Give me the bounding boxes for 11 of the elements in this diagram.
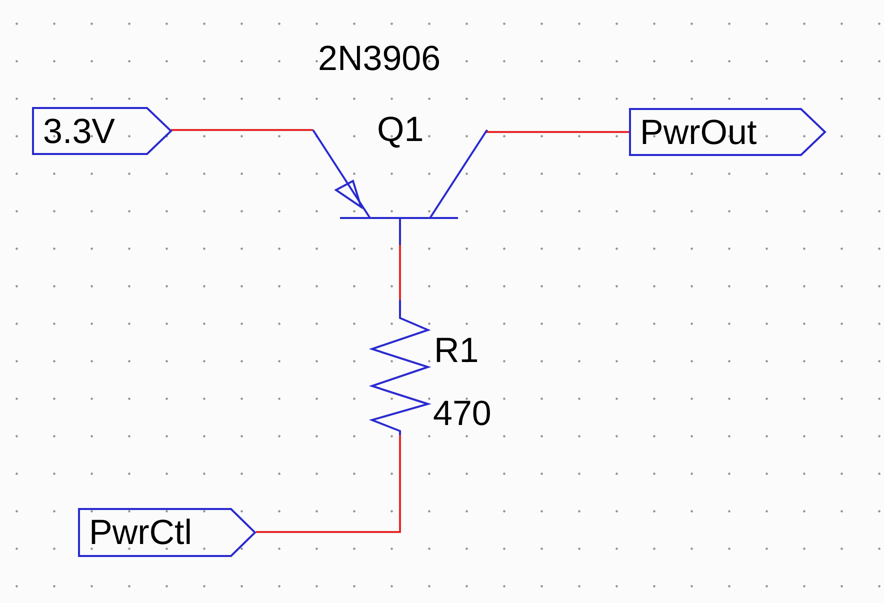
wire <box>399 245 401 300</box>
part-value: 470 <box>433 396 492 431</box>
part-designator: Q1 <box>377 112 424 147</box>
net-label: PwrCtl <box>89 515 192 550</box>
part-label: 2N3906 <box>318 41 441 76</box>
net-label: 3.3V <box>43 114 115 149</box>
wire <box>256 435 401 533</box>
part-label: R1 <box>434 333 479 368</box>
wire <box>486 130 629 133</box>
wire <box>171 129 313 132</box>
net-label: PwrOut <box>640 115 757 150</box>
